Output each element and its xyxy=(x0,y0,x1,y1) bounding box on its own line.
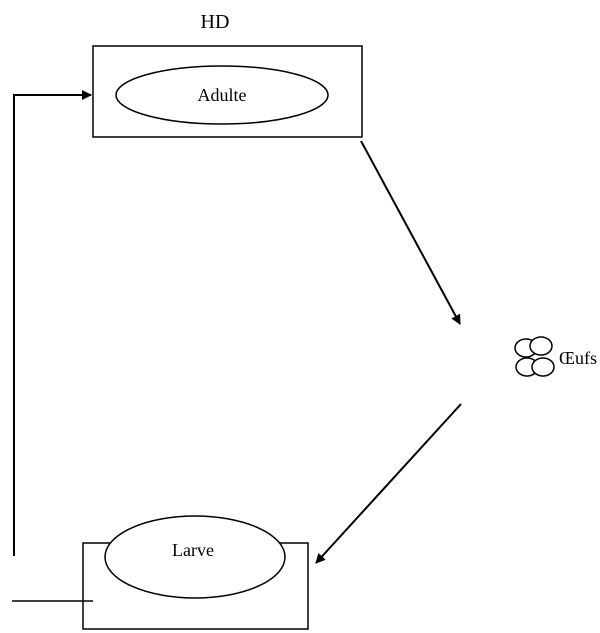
arrow-eggs-to-larva xyxy=(315,403,462,564)
adult-ellipse xyxy=(115,65,329,125)
host-label: HD xyxy=(201,11,230,33)
host-box xyxy=(92,45,363,138)
arrow-adult-to-eggs xyxy=(360,140,461,325)
arrow-larva-to-adult xyxy=(13,90,92,556)
larva-label: Larve xyxy=(172,540,214,560)
eggs-icon xyxy=(514,336,555,377)
eggs-label: Œufs xyxy=(559,348,597,368)
adult-label: Adulte xyxy=(198,85,247,105)
larva-box xyxy=(82,542,309,630)
larva-ellipse xyxy=(104,515,286,599)
